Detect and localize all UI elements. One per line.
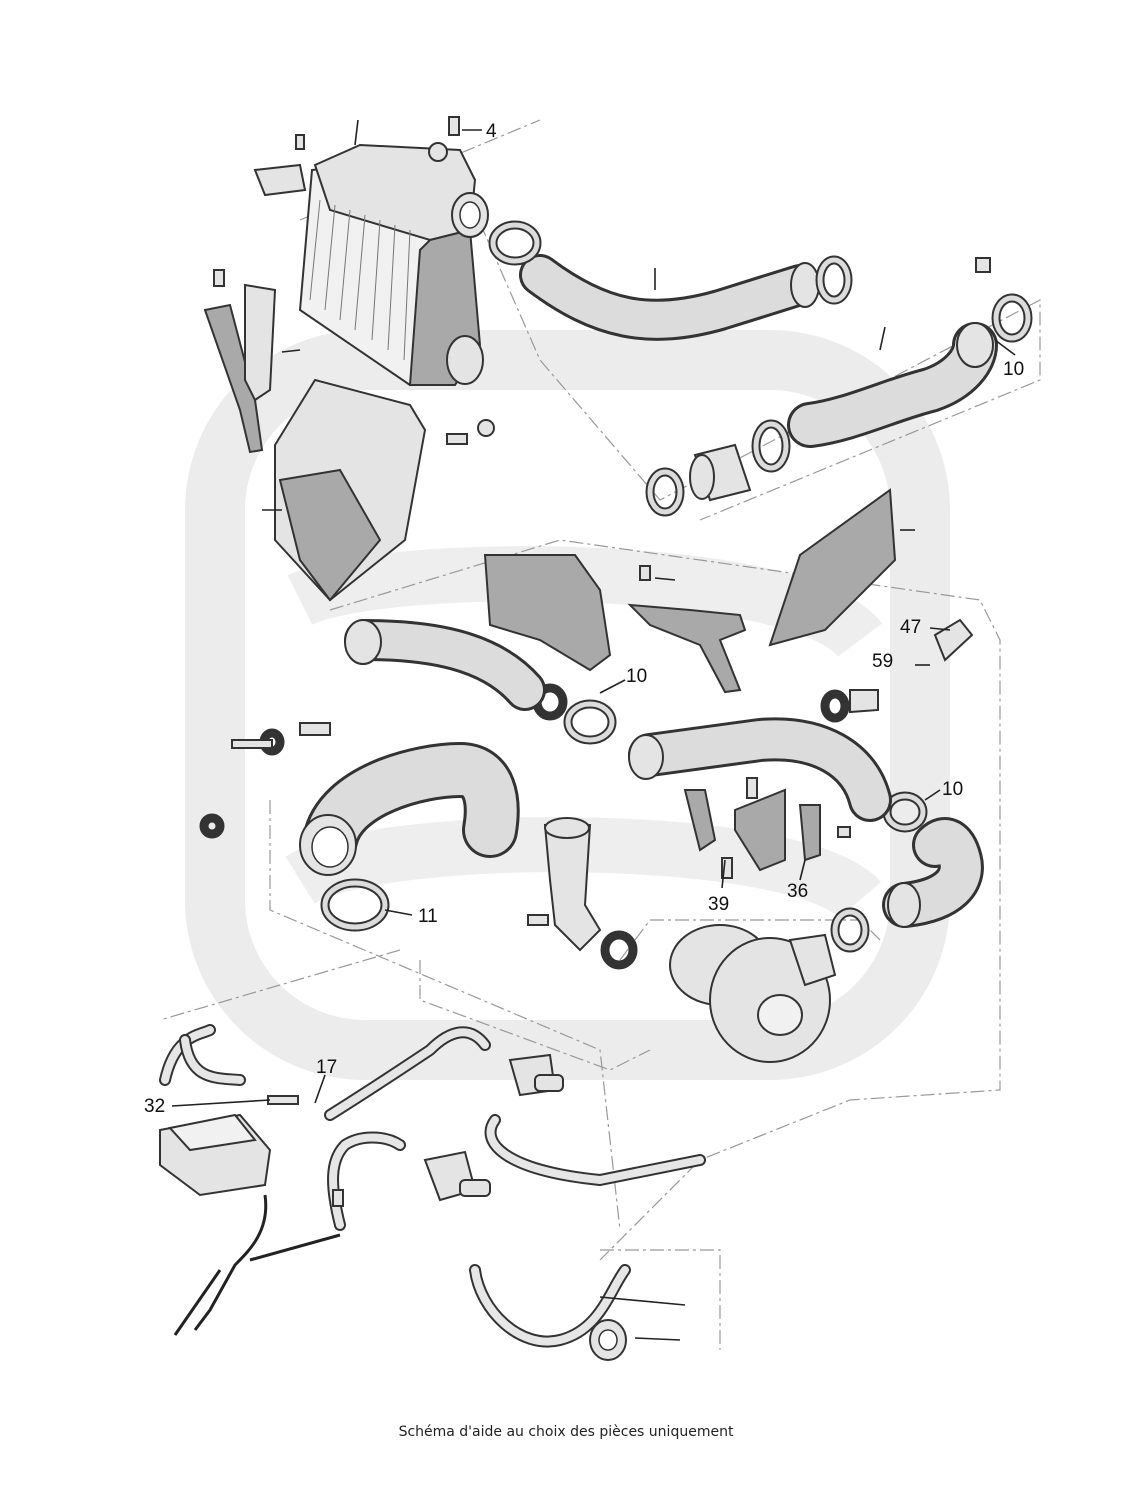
callout-labels: 4 10 10 10 47 59 11 39 36 17 32 — [144, 121, 1024, 1117]
fasteners — [213, 116, 991, 1207]
diagram-caption: Schéma d'aide au choix des pièces unique… — [398, 1424, 734, 1440]
callout-47: 47 — [900, 617, 921, 638]
air-duct-shroud — [274, 378, 427, 602]
support-bracket — [627, 603, 747, 694]
corrugated-intake-hose — [299, 742, 520, 876]
callout-11: 11 — [418, 906, 438, 927]
mounting-bracket — [203, 283, 277, 454]
intercooler-outlet-pipe — [519, 254, 821, 341]
callout-32: 32 — [144, 1096, 165, 1117]
elbow-pipe-vertical — [543, 817, 602, 952]
brackets-lower — [683, 788, 821, 872]
callout-36: 36 — [787, 881, 808, 902]
callout-10-middle: 10 — [626, 666, 647, 687]
callout-4: 4 — [486, 121, 497, 142]
callout-39: 39 — [708, 894, 729, 915]
callout-10-right: 10 — [942, 779, 963, 800]
heat-shield-plates — [483, 488, 897, 672]
lower-right-hose — [882, 817, 984, 928]
solenoid-valves — [423, 1053, 564, 1202]
sealing-ring — [589, 1319, 627, 1361]
hose-coupler — [689, 443, 752, 502]
pressure-canister — [159, 1113, 272, 1197]
intercooler — [253, 142, 489, 387]
leader-lines — [171, 119, 1016, 1341]
callout-17: 17 — [316, 1057, 337, 1078]
callout-59: 59 — [872, 651, 893, 672]
hose-clamps — [199, 220, 1033, 970]
turbo-outlet-pipe — [628, 689, 892, 822]
charge-pipe-middle — [344, 619, 546, 711]
callout-10-upper: 10 — [1003, 359, 1024, 380]
corrugated-hose-upper — [787, 322, 998, 448]
turbocharger — [669, 924, 837, 1063]
